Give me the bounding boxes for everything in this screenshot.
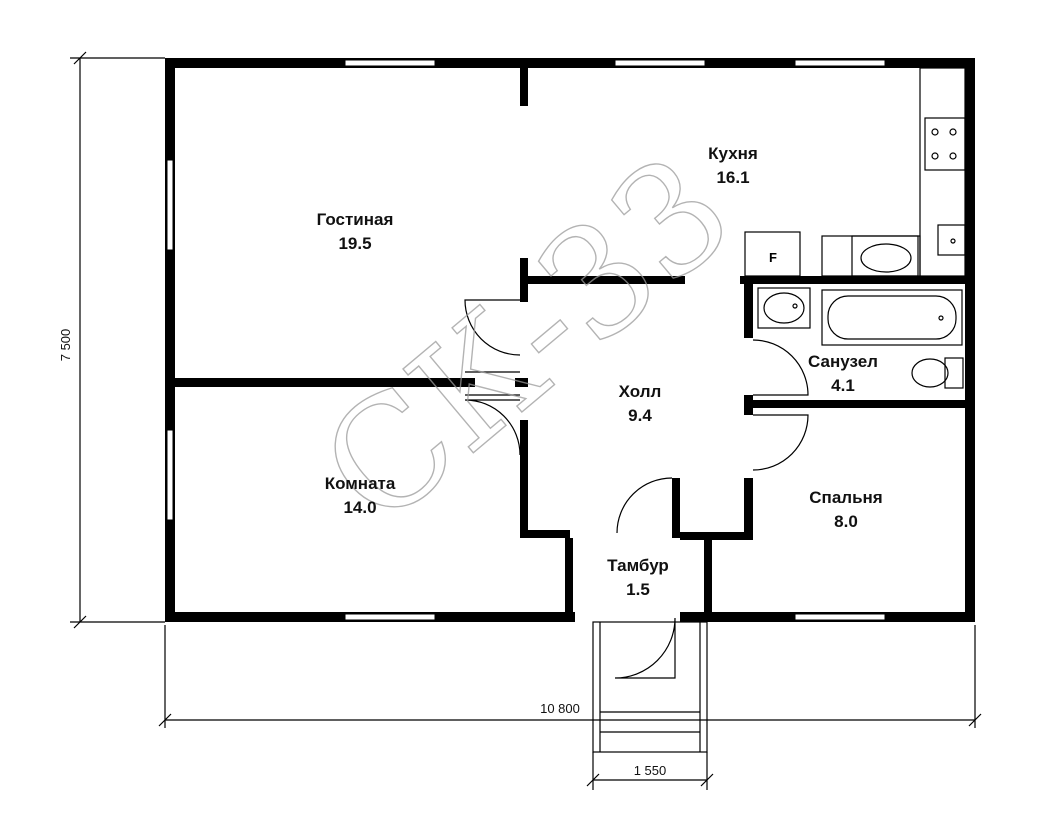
bathroom-fixtures [757, 287, 964, 389]
sink-icon [937, 224, 966, 256]
toilet-icon [944, 357, 964, 389]
door-swing-bath [752, 339, 809, 396]
door-swing-bedroom [752, 414, 809, 471]
door-swing-living [464, 299, 521, 356]
windows [166, 59, 886, 621]
washbasin-icon [851, 235, 919, 277]
interior-walls [175, 68, 970, 618]
porch-dimension-label: 1 550 [634, 763, 667, 778]
width-dimension-label: 10 800 [540, 701, 580, 716]
room-kitchen-area: 16.1 [716, 168, 749, 187]
door-swing-entry [614, 617, 676, 679]
room-living-area: 19.5 [338, 234, 371, 253]
window-room-bottom [344, 613, 436, 621]
doors [464, 299, 809, 679]
width-dimension: 10 800 [158, 625, 982, 728]
room-hall-name: Холл [619, 382, 662, 401]
height-dimension: 7 500 [58, 51, 165, 629]
room-hall-area: 9.4 [628, 406, 652, 425]
room-bathroom-area: 4.1 [831, 376, 855, 395]
stove-icon [924, 117, 966, 171]
window-living-left [166, 159, 174, 251]
room-bedroom-area: 8.0 [834, 512, 858, 531]
window-bedroom-bottom [794, 613, 886, 621]
window-kitchen-top-2 [794, 59, 886, 67]
door-swing-room [464, 399, 521, 456]
fridge-label: F [769, 250, 777, 265]
room-bathroom-name: Санузел [808, 352, 878, 371]
porch-dimension: 1 550 [586, 752, 714, 790]
kitchen-fixtures: F [744, 67, 966, 277]
height-dimension-label: 7 500 [58, 329, 73, 362]
window-living-top [344, 59, 436, 67]
room-living-name: Гостиная [317, 210, 394, 229]
room-vestibule-area: 1.5 [626, 580, 650, 599]
room-bedroom-name: Спальня [809, 488, 882, 507]
room-room-name: Комната [325, 474, 396, 493]
door-swing-vestibule [616, 477, 673, 534]
room-room-area: 14.0 [343, 498, 376, 517]
window-kitchen-top-1 [614, 59, 706, 67]
bathroom-sink-icon [757, 287, 811, 329]
porch-steps [592, 621, 708, 753]
window-room-left [166, 429, 174, 521]
room-labels: Гостиная 19.5 Кухня 16.1 Холл 9.4 Санузе… [317, 144, 883, 599]
bathtub-icon [821, 289, 963, 346]
room-vestibule-name: Тамбур [607, 556, 669, 575]
fridge-icon [744, 231, 801, 277]
room-kitchen-name: Кухня [708, 144, 758, 163]
